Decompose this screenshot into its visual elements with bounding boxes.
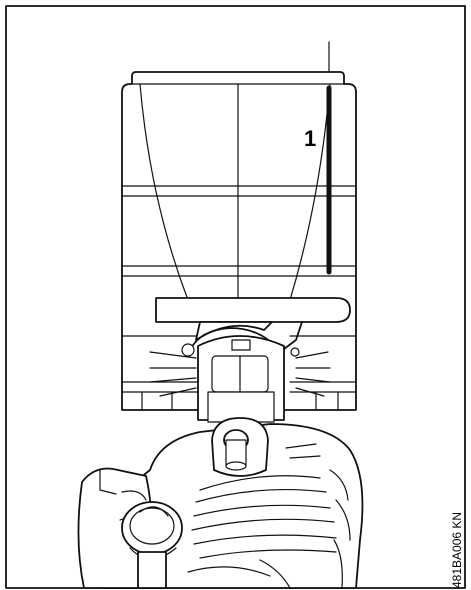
figure-code: 481BA006 KN xyxy=(450,512,464,588)
side-cover-detail xyxy=(121,490,147,501)
callout-label: 1 xyxy=(304,126,316,151)
neck-latch xyxy=(231,339,251,351)
mounting-plate xyxy=(155,297,351,323)
spout-knob-icon xyxy=(290,347,300,357)
container-outline xyxy=(121,71,357,411)
stud-base xyxy=(225,461,247,471)
vent-fins-left xyxy=(141,351,197,411)
lower-detail xyxy=(187,566,271,577)
spout-knob-icon xyxy=(181,343,195,357)
neck-lower-block xyxy=(207,391,275,423)
spout-bracket xyxy=(279,321,303,353)
fuel-cap-icon xyxy=(121,501,183,589)
connector-neck xyxy=(197,335,285,423)
side-fins-right xyxy=(285,443,351,589)
cooling-ribs xyxy=(191,475,337,559)
side-cover-detail xyxy=(99,469,117,495)
engine-housing xyxy=(77,417,364,589)
lower-detail xyxy=(259,559,291,589)
vent-fins-right xyxy=(295,351,339,411)
hopper-container xyxy=(121,71,357,411)
